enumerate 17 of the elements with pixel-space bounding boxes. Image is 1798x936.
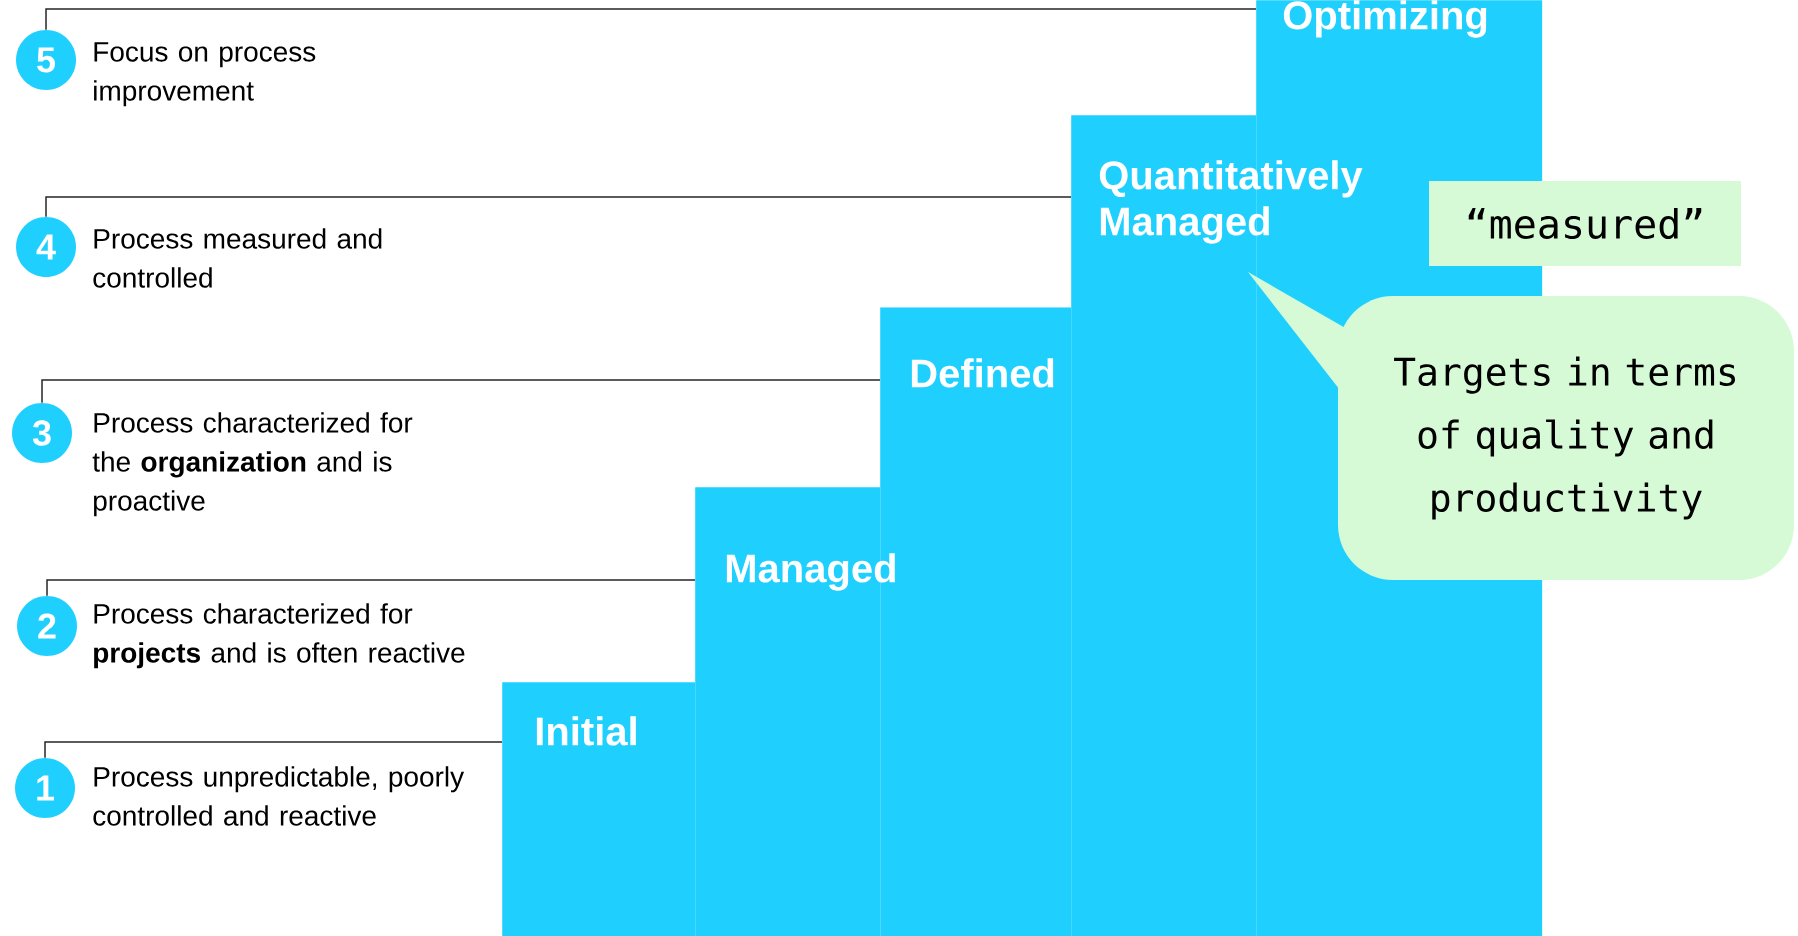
note-box: “measured”: [1429, 181, 1741, 266]
description-text: Process measured and controlled: [93, 228, 382, 288]
leader-line: [45, 196, 1072, 218]
stair-step: Initial: [502, 682, 696, 936]
node-label: Quantitatively Managed: [1099, 160, 1363, 244]
description-text: Process unpredictable, poorly controlled and reactive: [93, 766, 465, 826]
description-text: Process characterized for the organization and is proactive: [92, 412, 413, 517]
description-text: Focus on process improvement: [94, 42, 316, 107]
node-label: Defined: [911, 358, 1054, 388]
speech-bubble: Targets in terms of quality and productivity: [1248, 272, 1794, 580]
leader-line: [45, 8, 1257, 31]
description-text: Process characterized for projects and is often reactive: [94, 603, 465, 669]
node-label: Optimizing: [1283, 0, 1487, 38]
leader-line: [44, 741, 503, 759]
leader-line: [46, 579, 696, 597]
leader-line: [41, 379, 881, 404]
node-label: Initial: [536, 716, 636, 746]
